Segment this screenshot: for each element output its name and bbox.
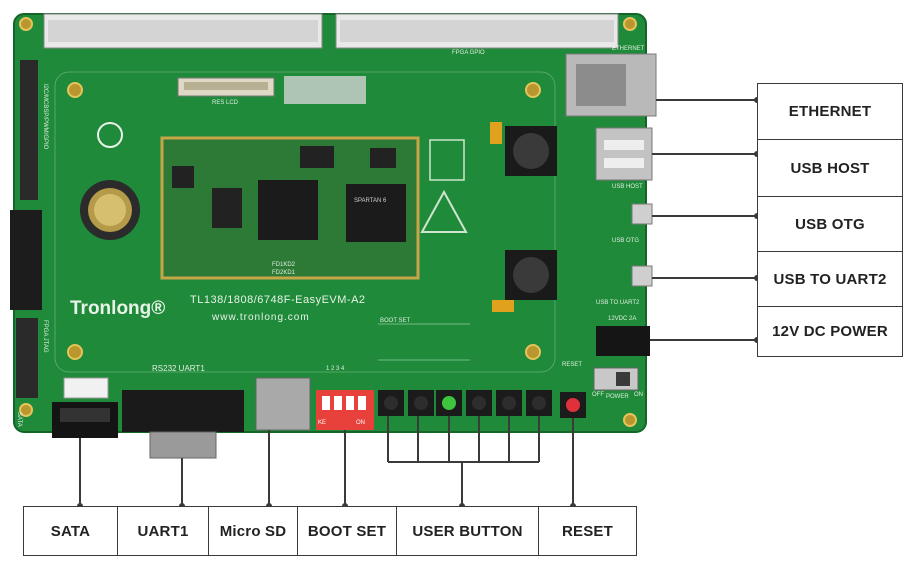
silk-ethernet: ETHERNET <box>612 46 645 52</box>
silk-rs232: RS232 UART1 <box>152 364 205 373</box>
silk-mcbsp: I2C/MCBSP/PWM/GPIO <box>42 84 48 150</box>
silk-fpga-jtag: FPGA JTAG <box>42 320 48 353</box>
callout-12v-dc-power: 12V DC POWER <box>757 307 903 357</box>
core-module <box>160 136 420 280</box>
top-headers <box>43 13 619 49</box>
battery-holder <box>80 180 140 240</box>
silk-dip-ke: KE <box>318 420 327 426</box>
silk-usb-uart2: USB TO UART2 <box>596 300 640 306</box>
callout-micro-sd: Micro SD <box>208 506 298 556</box>
callout-boot-set: BOOT SET <box>297 506 397 556</box>
callout-sata: SATA <box>23 506 118 556</box>
model-text: TL138/1808/6748F-EasyEVM-A2 <box>190 294 366 306</box>
silk-boot-set: BOOT SET <box>380 318 411 324</box>
silk-usb-otg: USB OTG <box>612 238 640 244</box>
silk-fd1: FD1KD2 <box>272 262 296 268</box>
callout-usb-to-uart2: USB TO UART2 <box>757 252 903 307</box>
silk-dip-on: ON <box>356 420 365 426</box>
silk-sata: SATA <box>16 412 22 427</box>
callout-reset: RESET <box>538 506 637 556</box>
silk-off: OFF <box>592 392 604 398</box>
callout-user-button: USER BUTTON <box>396 506 539 556</box>
silk-power: POWER <box>606 394 629 400</box>
brand-text: Tronlong® <box>70 298 166 319</box>
user-buttons <box>378 390 552 416</box>
silk-chip: SPARTAN 6 <box>354 198 387 204</box>
website-text: www.tronlong.com <box>212 312 310 323</box>
silk-dip-nums: 1 2 3 4 <box>326 366 345 372</box>
callout-usb-otg: USB OTG <box>757 197 903 252</box>
silk-fpga-gpio: FPGA GPIO <box>452 50 485 56</box>
callout-usb-host: USB HOST <box>757 140 903 197</box>
callout-ethernet: ETHERNET <box>757 83 903 140</box>
silk-12v: 12VDC 2A <box>608 316 637 322</box>
silk-on: ON <box>634 392 643 398</box>
callout-lines <box>79 99 757 506</box>
callout-uart1: UART1 <box>117 506 209 556</box>
silk-reset: RESET <box>562 362 583 368</box>
mounting-holes <box>19 17 637 427</box>
silk-fd2: FD2KD1 <box>272 270 296 276</box>
left-headers <box>10 60 42 398</box>
silk-res-lcd: RES LCD <box>212 100 239 106</box>
silk-usb-host: USB HOST <box>612 184 643 190</box>
